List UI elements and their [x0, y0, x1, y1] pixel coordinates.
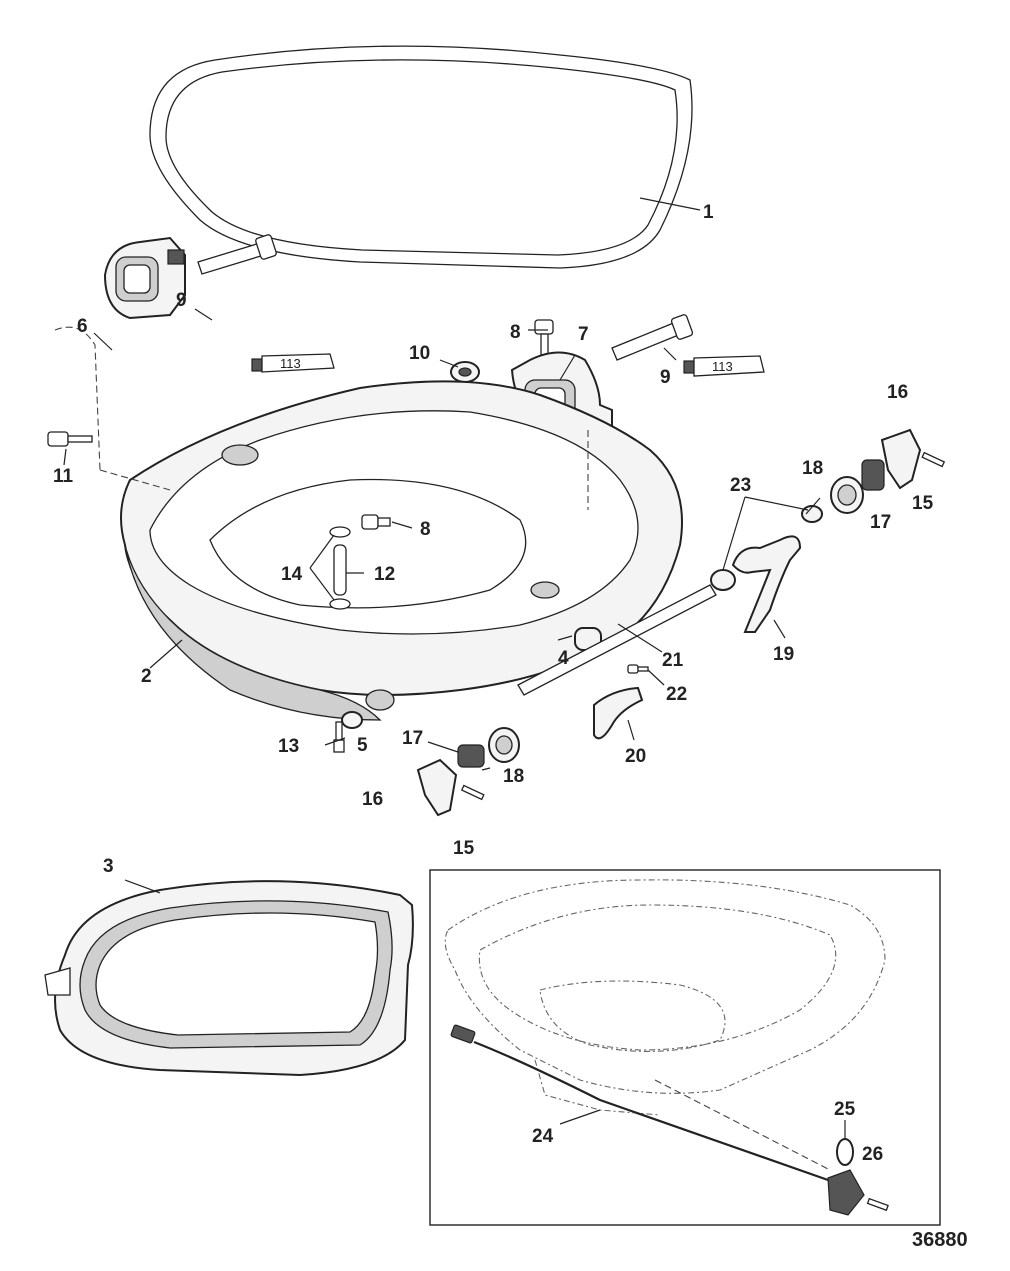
callout-22: 22	[666, 684, 687, 705]
callout-12: 12	[374, 564, 395, 585]
callout-18-lower: 18	[503, 766, 524, 787]
part-8-top-screw	[534, 319, 554, 357]
leader-lines	[63, 197, 846, 1138]
callout-7: 7	[578, 324, 589, 345]
callout-14: 14	[281, 564, 303, 585]
part-15-lower-pin	[460, 784, 485, 801]
callout-15-lower: 15	[453, 838, 475, 859]
callout-labels: 1 2 3 4 5 6 7 8 8 9 9 10 11 12 13 14 15 …	[53, 202, 968, 1251]
callout-17-upper: 17	[870, 512, 891, 533]
part-9-left-bolt	[197, 234, 277, 275]
callout-15-upper: 15	[912, 493, 934, 514]
callout-9-right: 9	[660, 367, 671, 388]
part-12-pin	[333, 544, 347, 596]
callout-2: 2	[141, 666, 152, 687]
callout-4: 4	[558, 648, 569, 669]
callout-17-lower: 17	[402, 728, 423, 749]
callout-6: 6	[77, 316, 88, 337]
part-9-right-bolt	[611, 314, 694, 361]
loctite-tube-left: 113	[251, 353, 335, 373]
part-24-harness	[450, 1024, 829, 1182]
callout-23: 23	[730, 475, 751, 496]
part-23-bushings	[710, 505, 823, 591]
part-2-adapter-plate	[99, 380, 683, 721]
part-18-lower-collar	[488, 727, 520, 763]
part-21-shaft	[517, 584, 717, 696]
part-14-clips	[329, 526, 351, 610]
callout-10: 10	[409, 343, 430, 364]
part-6-left-mount	[103, 236, 186, 320]
part-19-lever	[731, 535, 802, 633]
callout-5: 5	[357, 735, 368, 756]
callout-18-upper: 18	[802, 458, 823, 479]
part-15-upper-pin	[921, 451, 946, 468]
sensor-body	[827, 1169, 865, 1216]
callout-19: 19	[773, 644, 794, 665]
tube-label: 113	[712, 359, 733, 374]
callout-16-lower: 16	[362, 789, 383, 810]
part-17-upper-spring	[861, 459, 885, 491]
part-16-upper-cam	[880, 428, 922, 490]
part-22-screw	[627, 664, 649, 674]
part-13-bolt	[333, 721, 345, 753]
part-16-lower-cam	[416, 758, 458, 817]
part-11-bolt	[47, 326, 101, 471]
callout-21: 21	[662, 650, 684, 671]
part-20-wedge	[593, 686, 644, 740]
part-26-screw	[866, 1197, 889, 1212]
callout-20: 20	[625, 746, 646, 767]
callout-8-mid: 8	[420, 519, 431, 540]
inset-frame	[429, 869, 941, 1226]
callout-8-top: 8	[510, 322, 521, 343]
part-8-mid-screw	[361, 514, 391, 530]
callout-24: 24	[532, 1126, 554, 1147]
part-5-bushing	[341, 711, 363, 729]
callout-11: 11	[53, 466, 74, 487]
figure-number: 36880	[912, 1229, 968, 1251]
inset-panel	[429, 869, 941, 1226]
part-25-oring	[836, 1138, 854, 1166]
part-10-grommet	[450, 361, 480, 383]
callout-16-upper: 16	[887, 382, 908, 403]
part-1-upper-seal	[149, 45, 693, 269]
part-3-lower-seal	[44, 880, 414, 1077]
part-17-lower-spring	[457, 744, 485, 768]
callout-13: 13	[278, 736, 299, 757]
callout-1: 1	[703, 202, 714, 223]
callout-26: 26	[862, 1144, 883, 1165]
callout-9-left: 9	[176, 290, 187, 311]
loctite-tube-right: 113	[683, 355, 765, 377]
tube-label: 113	[280, 356, 301, 371]
callout-3: 3	[103, 856, 114, 877]
callout-25: 25	[834, 1099, 856, 1120]
part-18-upper-collar	[830, 476, 864, 514]
